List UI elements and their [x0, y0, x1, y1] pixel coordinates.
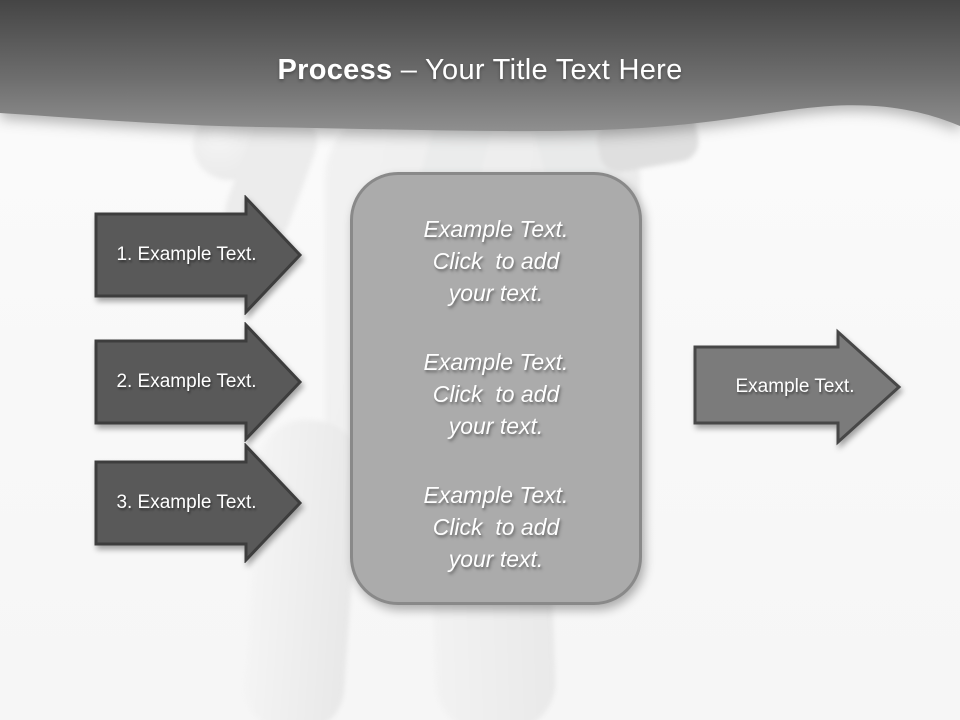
arrow-2-label: 2. Example Text.	[116, 371, 257, 392]
header-band	[0, 0, 960, 132]
placeholder-paragraph: Example Text. Click to add your text.	[424, 213, 569, 309]
process-arrow-2[interactable]: 2. Example Text.	[94, 322, 304, 442]
placeholder-line: your text.	[448, 412, 544, 439]
placeholder-paragraph: Example Text. Click to add your text.	[424, 479, 569, 575]
placeholder-line: Click to add	[432, 380, 560, 407]
placeholder-line: Example Text.	[423, 481, 569, 508]
placeholder-line: Example Text.	[423, 348, 569, 375]
placeholder-line: Click to add	[432, 247, 560, 274]
output-arrow[interactable]: Example Text.	[693, 327, 903, 447]
process-arrow-1[interactable]: 1. Example Text.	[94, 195, 304, 315]
title-keyword: Process	[277, 54, 393, 86]
center-text-box[interactable]: Example Text. Click to add your text. Ex…	[350, 172, 642, 605]
placeholder-line: your text.	[448, 279, 544, 306]
arrow-right-shape	[693, 328, 902, 446]
placeholder-paragraph: Example Text. Click to add your text.	[424, 346, 569, 442]
arrow-right-shape	[94, 443, 303, 563]
arrow-3-label: 3. Example Text.	[116, 492, 257, 513]
placeholder-line: Example Text.	[423, 215, 569, 242]
slide-title[interactable]: Process – Your Title Text Here	[0, 54, 960, 87]
arrow-right-shape	[94, 322, 303, 442]
arrow-right-shape	[94, 195, 303, 315]
output-arrow-label: Example Text.	[735, 376, 855, 397]
title-subtitle: – Your Title Text Here	[392, 54, 683, 86]
process-arrow-3[interactable]: 3. Example Text.	[94, 443, 304, 563]
placeholder-line: Click to add	[432, 513, 560, 540]
placeholder-line: your text.	[448, 545, 544, 572]
arrow-1-label: 1. Example Text.	[116, 244, 257, 265]
